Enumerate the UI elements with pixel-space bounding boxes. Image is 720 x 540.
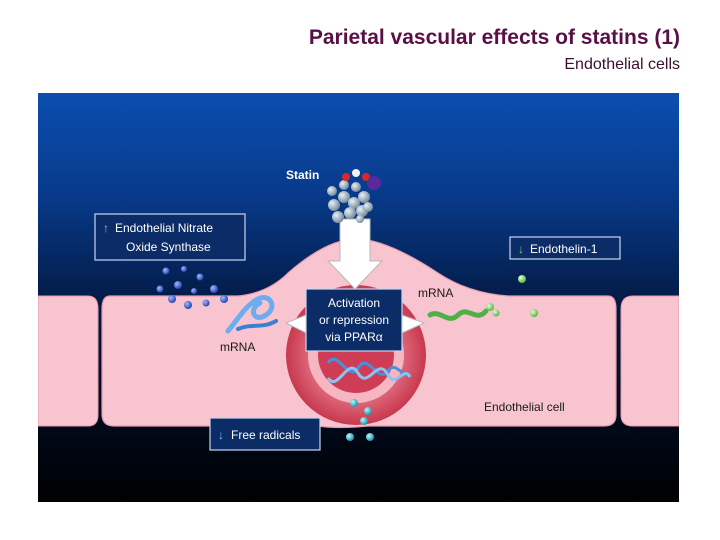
free-radical-dots: [346, 399, 374, 441]
activation-line2: or repression: [319, 313, 389, 327]
activation-label-box: Activation or repression via PPARα: [305, 288, 403, 352]
statin-label: Statin: [286, 168, 319, 182]
right-neighbor-cell: [620, 295, 679, 427]
endothelin-dots: [486, 275, 538, 317]
free-radicals-label: Free radicals: [231, 428, 300, 442]
endothelin-label: Endothelin-1: [530, 242, 598, 256]
endothelial-diagram: Statin ↑ Endothelial Nitrate Oxide Synth…: [38, 93, 679, 502]
down-arrow-icon: ↓: [218, 428, 224, 442]
activation-line3: via PPARα: [325, 330, 382, 344]
slide-title: Parietal vascular effects of statins (1): [308, 26, 680, 49]
enos-label-box: ↑ Endothelial Nitrate Oxide Synthase: [94, 213, 246, 261]
up-arrow-icon: ↑: [103, 221, 109, 235]
left-neighbor-cell: [38, 295, 99, 427]
enos-label-line1: Endothelial Nitrate: [115, 221, 213, 235]
enos-dots: [156, 266, 228, 309]
endothelial-cell-label: Endothelial cell: [484, 400, 565, 414]
free-radicals-label-box: ↓ Free radicals: [209, 417, 321, 451]
mrna-right-label: mRNA: [418, 286, 453, 300]
enos-label-line2: Oxide Synthase: [126, 240, 211, 254]
endothelin-label-box: ↓ Endothelin-1: [509, 236, 621, 260]
mrna-left-ribbon: [225, 295, 278, 334]
down-arrow-icon: ↓: [518, 242, 524, 256]
mrna-left-label: mRNA: [220, 340, 255, 354]
statin-down-arrow: [326, 218, 384, 290]
molecule-icon: [327, 169, 381, 223]
slide-subtitle: Endothelial cells: [564, 56, 680, 73]
dna-icon: [326, 357, 412, 383]
activation-line1: Activation: [328, 296, 380, 310]
mrna-right-ribbon: [427, 308, 489, 321]
